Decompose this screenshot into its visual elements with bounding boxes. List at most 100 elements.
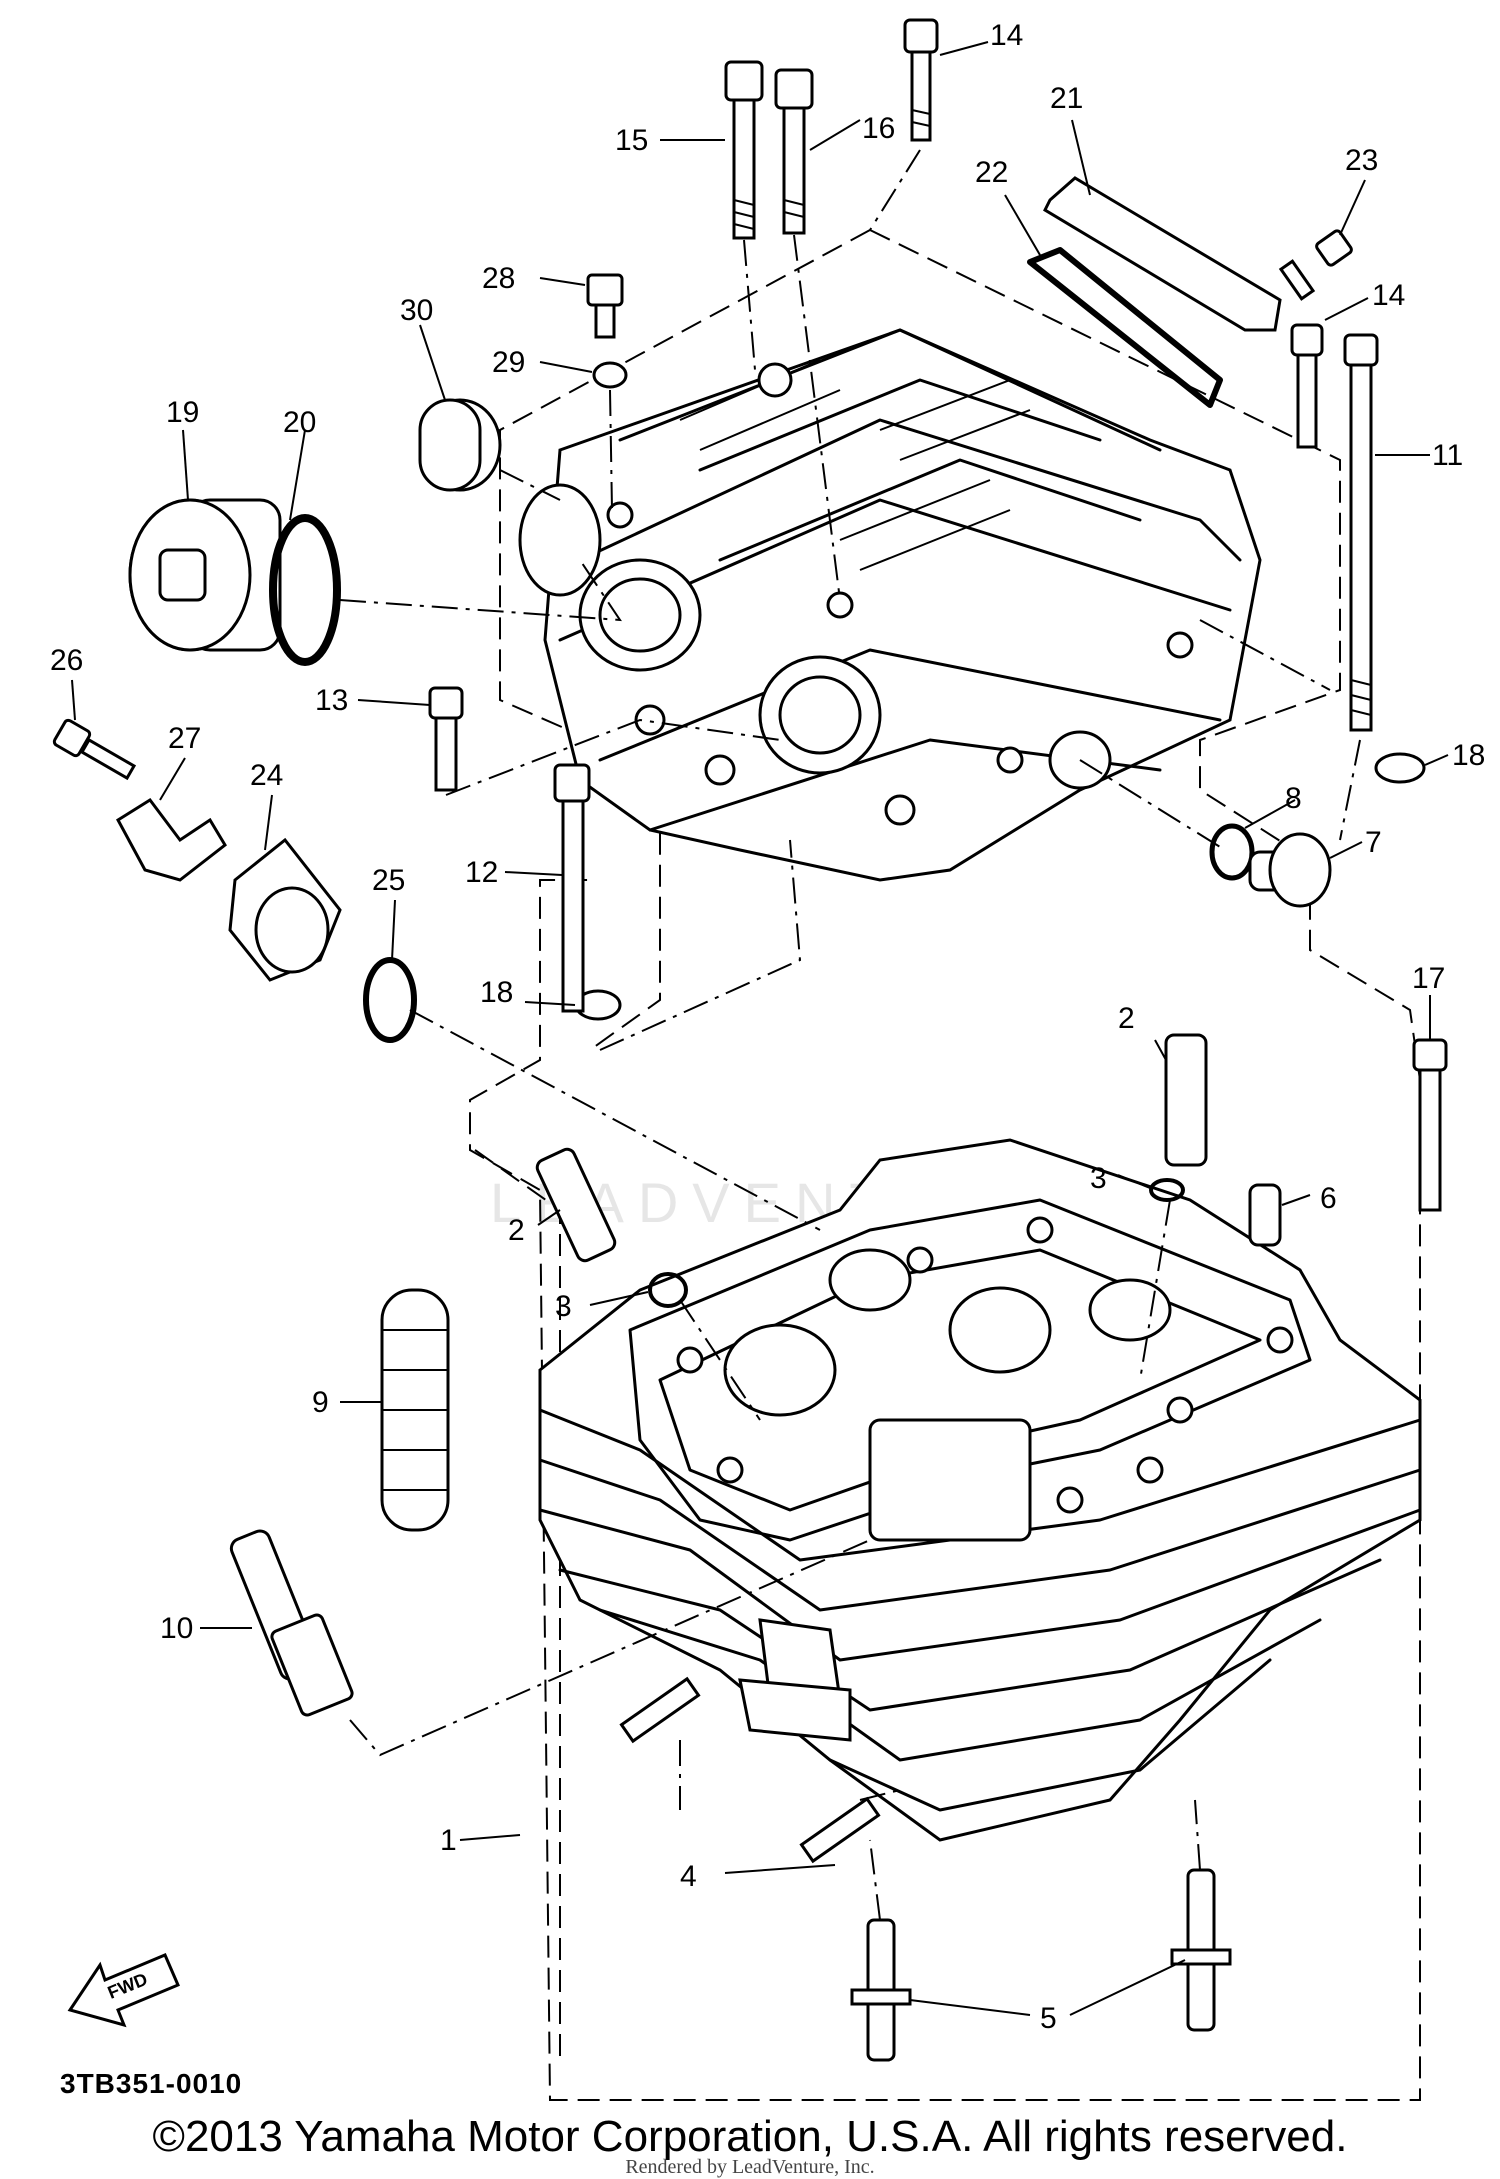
callout-14: 14 bbox=[1372, 279, 1405, 312]
leader-8 bbox=[1244, 799, 1296, 829]
callout-30: 30 bbox=[400, 294, 433, 327]
callout-12: 12 bbox=[465, 856, 498, 889]
part-8-o-ring bbox=[1209, 823, 1255, 881]
leader-13 bbox=[357, 699, 431, 706]
callout-6: 6 bbox=[1320, 1182, 1337, 1215]
callout-28: 28 bbox=[482, 262, 515, 295]
callout-4: 4 bbox=[680, 1860, 697, 1893]
copyright-notice: ©2013 Yamaha Motor Corporation, U.S.A. A… bbox=[152, 2112, 1348, 2161]
leader-3b bbox=[589, 1291, 649, 1306]
callout-10: 10 bbox=[160, 1612, 193, 1645]
part-14-bolt-top bbox=[903, 18, 939, 142]
centerline-14 bbox=[869, 149, 921, 231]
leader-20 bbox=[289, 429, 306, 521]
part-19-cap bbox=[128, 498, 282, 652]
leader-22 bbox=[1004, 194, 1041, 256]
leader-1 bbox=[459, 1834, 521, 1841]
part-29-washer bbox=[592, 361, 628, 389]
centerline-5 bbox=[869, 1799, 1201, 1921]
leader-14b bbox=[1324, 297, 1369, 321]
part-15-bolt bbox=[724, 60, 764, 240]
callout-15: 15 bbox=[615, 124, 648, 157]
leader-29 bbox=[539, 361, 593, 373]
callout-5: 5 bbox=[1040, 2002, 1057, 2035]
callout-2: 2 bbox=[1118, 1002, 1135, 1035]
part-17-bolt bbox=[1412, 1038, 1448, 1212]
part-3-clip-right bbox=[1149, 1178, 1185, 1202]
callout-2: 2 bbox=[508, 1214, 525, 1247]
part-3-clip-left bbox=[648, 1272, 688, 1308]
part-10-spark-plug bbox=[229, 1529, 354, 1717]
centerline-13 bbox=[445, 718, 781, 796]
leader-28 bbox=[539, 277, 586, 286]
callout-16: 16 bbox=[862, 112, 895, 145]
part-4-stud-right bbox=[799, 1796, 881, 1864]
part-22-seal bbox=[1027, 247, 1223, 408]
part-20-o-ring bbox=[269, 514, 341, 666]
part-5-bolt-left bbox=[850, 1918, 912, 2062]
centerline-16 bbox=[793, 234, 841, 601]
callout-13: 13 bbox=[315, 684, 348, 717]
centerline-7 bbox=[1079, 759, 1226, 851]
rendered-by-credit: Rendered by LeadVenture, Inc. bbox=[625, 2156, 875, 2178]
callout-1: 1 bbox=[440, 1824, 457, 1857]
callout-9: 9 bbox=[312, 1386, 329, 1419]
leader-2b bbox=[537, 1209, 561, 1226]
centerline-10 bbox=[349, 1539, 871, 1757]
leader-25 bbox=[391, 899, 396, 961]
leader-7 bbox=[1329, 841, 1363, 859]
leader-12 bbox=[504, 871, 563, 876]
centerline-25 bbox=[409, 1009, 821, 1231]
callout-26: 26 bbox=[50, 644, 83, 677]
part-23-bolt bbox=[1278, 229, 1353, 301]
cylinder-head-cover bbox=[518, 328, 1262, 882]
callout-23: 23 bbox=[1345, 144, 1378, 177]
part-14-bolt-right bbox=[1290, 323, 1324, 449]
part-6-dowel bbox=[1248, 1183, 1282, 1247]
part-9-adjuster bbox=[380, 1288, 450, 1532]
part-16-bolt bbox=[774, 68, 814, 235]
callout-11: 11 bbox=[1432, 439, 1463, 472]
centerline-4 bbox=[679, 1740, 901, 1810]
cylinder-head bbox=[538, 1138, 1422, 1842]
leader-14a bbox=[939, 41, 989, 56]
centerline-30 bbox=[499, 469, 561, 501]
part-2-valve-guide-right bbox=[1164, 1033, 1208, 1167]
part-24-joint bbox=[228, 837, 342, 982]
leader-3a bbox=[1117, 1174, 1151, 1189]
leader-21 bbox=[1071, 119, 1091, 196]
centerline-15 bbox=[743, 239, 756, 371]
leader-18b bbox=[524, 1001, 576, 1006]
callout-3: 3 bbox=[555, 1290, 572, 1323]
leader-30 bbox=[419, 324, 446, 401]
leader-4 bbox=[724, 1864, 836, 1874]
part-18-washer-right bbox=[1374, 752, 1426, 784]
part-27-clamp bbox=[116, 797, 227, 882]
callout-21: 21 bbox=[1050, 82, 1083, 115]
leader-26 bbox=[71, 679, 76, 721]
callout-19: 19 bbox=[166, 396, 199, 429]
callout-22: 22 bbox=[975, 156, 1008, 189]
part-4-stud-left bbox=[619, 1676, 701, 1744]
part-11-stud bbox=[1343, 333, 1379, 732]
callout-20: 20 bbox=[283, 406, 316, 439]
centerline-2 bbox=[679, 1199, 1171, 1421]
callout-17: 17 bbox=[1412, 962, 1445, 995]
callout-3: 3 bbox=[1090, 1162, 1107, 1195]
diagram-code: 3TB351-0010 bbox=[60, 2068, 243, 2099]
part-21-cover bbox=[1043, 176, 1282, 332]
leader-19 bbox=[182, 429, 189, 501]
leader-18a bbox=[1424, 754, 1449, 766]
part-26-bolt bbox=[52, 718, 137, 781]
leader-27 bbox=[159, 757, 186, 801]
fwd-arrow-icon bbox=[67, 1953, 180, 2028]
part-28-bolt bbox=[586, 273, 624, 339]
leader-5 bbox=[909, 1959, 1186, 2016]
centerline-11 bbox=[1199, 619, 1361, 841]
callout-8: 8 bbox=[1285, 782, 1302, 815]
callout-18: 18 bbox=[1452, 739, 1485, 772]
leader-23 bbox=[1339, 179, 1366, 236]
part-13-bolt bbox=[428, 686, 464, 792]
leader-24 bbox=[264, 794, 273, 851]
